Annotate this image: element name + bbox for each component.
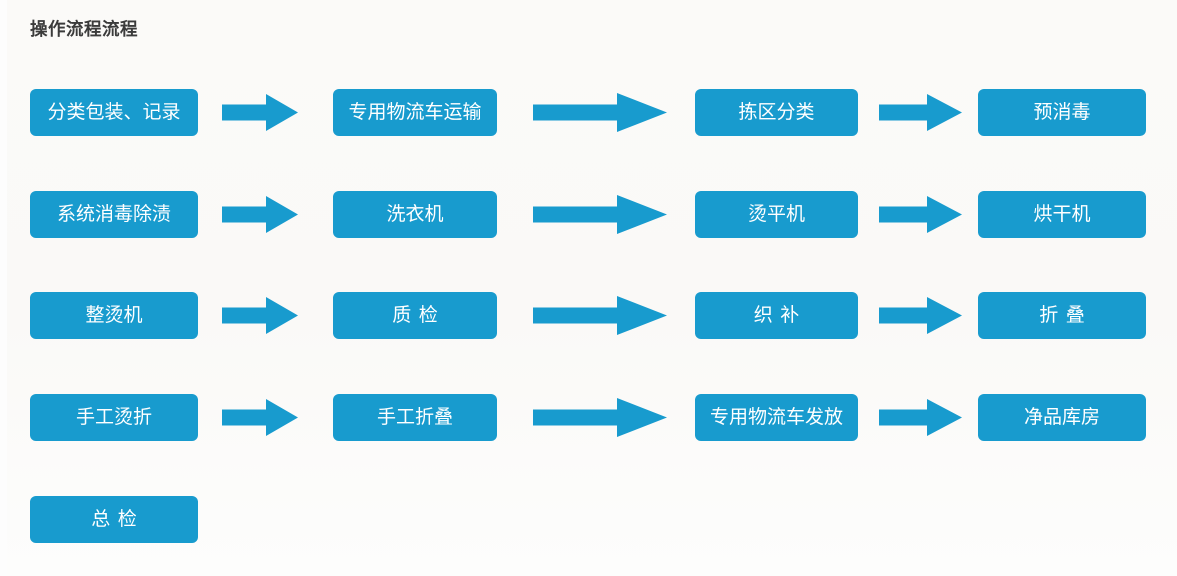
flow-node[interactable]: 手工烫折 xyxy=(30,394,198,441)
flow-node[interactable]: 烘干机 xyxy=(978,191,1146,238)
right-arrow-icon xyxy=(533,89,667,136)
flow-node[interactable]: 预消毒 xyxy=(978,89,1146,136)
right-arrow-icon xyxy=(222,191,298,238)
right-arrow-icon xyxy=(879,394,962,441)
right-arrow-icon xyxy=(879,292,962,339)
flow-row-4: 手工烫折 手工折叠 专用物流车发放 净品库房 xyxy=(0,394,1177,441)
flow-node[interactable]: 系统消毒除渍 xyxy=(30,191,198,238)
right-arrow-icon xyxy=(222,89,298,136)
flow-row-5: 总检 xyxy=(0,496,1177,543)
flow-row-3: 整烫机 质检 织补 折叠 xyxy=(0,292,1177,339)
left-edge-strip xyxy=(0,0,7,576)
flow-row-1: 分类包装、记录 专用物流车运输 拣区分类 预消毒 xyxy=(0,89,1177,136)
flow-node[interactable]: 专用物流车发放 xyxy=(695,394,858,441)
flow-node[interactable]: 拣区分类 xyxy=(695,89,858,136)
right-arrow-icon xyxy=(222,292,298,339)
page-title: 操作流程流程 xyxy=(30,20,138,40)
flow-node[interactable]: 手工折叠 xyxy=(333,394,497,441)
flow-node[interactable]: 质检 xyxy=(333,292,497,339)
flow-node[interactable]: 分类包装、记录 xyxy=(30,89,198,136)
flow-node[interactable]: 专用物流车运输 xyxy=(333,89,497,136)
flow-row-2: 系统消毒除渍 洗衣机 烫平机 烘干机 xyxy=(0,191,1177,238)
flow-node[interactable]: 织补 xyxy=(695,292,858,339)
flow-node[interactable]: 整烫机 xyxy=(30,292,198,339)
flow-node[interactable]: 折叠 xyxy=(978,292,1146,339)
right-arrow-icon xyxy=(879,191,962,238)
right-arrow-icon xyxy=(222,394,298,441)
flow-node[interactable]: 总检 xyxy=(30,496,198,543)
right-arrow-icon xyxy=(533,191,667,238)
flow-node[interactable]: 烫平机 xyxy=(695,191,858,238)
right-arrow-icon xyxy=(533,292,667,339)
right-arrow-icon xyxy=(879,89,962,136)
right-arrow-icon xyxy=(533,394,667,441)
flow-node[interactable]: 净品库房 xyxy=(978,394,1146,441)
flow-node[interactable]: 洗衣机 xyxy=(333,191,497,238)
